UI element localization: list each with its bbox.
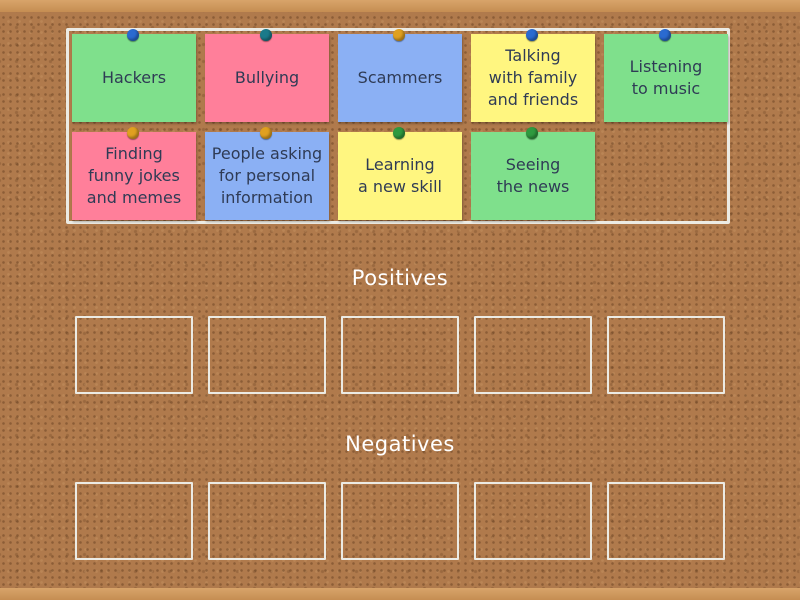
pushpin-icon [127,127,139,139]
positives-drop-slot[interactable] [208,316,326,394]
negatives-heading: Negatives [345,432,455,456]
positives-drop-slot[interactable] [474,316,592,394]
card-listening-to-music[interactable]: Listening to music [604,29,728,122]
negatives-drop-slot[interactable] [474,482,592,560]
pushpin-icon [393,127,405,139]
card-talking-with-family[interactable]: Talking with family and friends [471,29,595,122]
card-label: Learning a new skill [358,155,442,196]
negatives-drop-slot[interactable] [607,482,725,560]
pushpin-icon [526,29,538,41]
card-label: Scammers [357,68,443,87]
frame-top [0,0,800,12]
positives-drop-slot[interactable] [341,316,459,394]
pushpin-icon [260,29,272,41]
negatives-drop-slot[interactable] [341,482,459,560]
card-label: Talking with family and friends [487,46,579,109]
pushpin-icon [526,127,538,139]
card-label: Bullying [234,68,300,87]
card-personal-information[interactable]: People asking for personal information [205,127,329,220]
pushpin-icon [393,29,405,41]
card-funny-jokes[interactable]: Finding funny jokes and memes [72,127,196,220]
card-learning-new-skill[interactable]: Learning a new skill [338,127,462,220]
card-label: Listening to music [629,57,703,98]
card-label: People asking for personal information [211,144,323,207]
card-bullying[interactable]: Bullying [205,29,329,122]
pushpin-icon [127,29,139,41]
pushpin-icon [659,29,671,41]
card-label: Hackers [101,68,167,87]
pushpin-icon [260,127,272,139]
positives-drop-slot[interactable] [75,316,193,394]
card-hackers[interactable]: Hackers [72,29,196,122]
card-scammers[interactable]: Scammers [338,29,462,122]
negatives-drop-slot[interactable] [208,482,326,560]
negatives-drop-slot[interactable] [75,482,193,560]
positives-heading: Positives [351,266,449,290]
card-label: Finding funny jokes and memes [86,144,182,207]
card-label: Seeing the news [496,155,570,196]
card-seeing-the-news[interactable]: Seeing the news [471,127,595,220]
frame-bottom [0,588,800,600]
positives-drop-slot[interactable] [607,316,725,394]
